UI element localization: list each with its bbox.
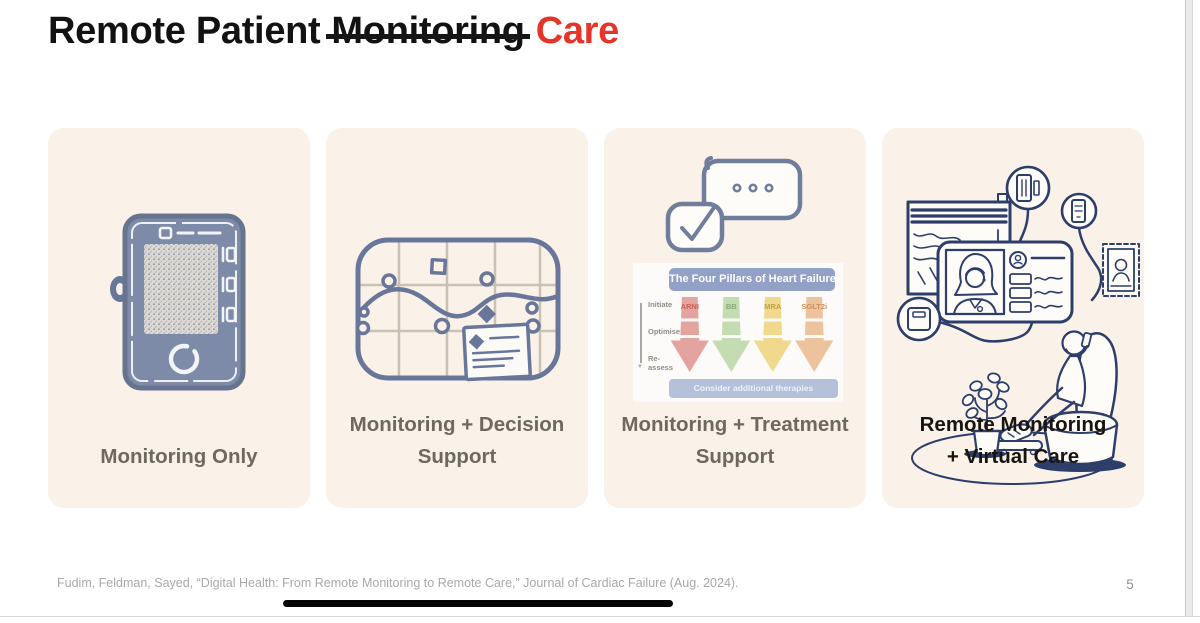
bottom-divider	[0, 616, 1200, 617]
card-monitoring-only: Monitoring Only	[48, 128, 310, 508]
card-row: Monitoring Only	[48, 128, 1144, 508]
vertical-scrollbar[interactable]	[1185, 0, 1193, 617]
pillar-mra: MRA	[752, 297, 794, 372]
patient-monitor-device-icon	[110, 213, 246, 391]
card-monitoring-treatment-support: The Four Pillars of Heart Failure Initia…	[604, 128, 866, 508]
pillar-arni: ARNI	[669, 297, 711, 372]
pillars-chart-footer: Consider additional therapies	[669, 379, 838, 398]
title-prefix: Remote Patient	[48, 10, 321, 52]
card-label: Monitoring + Treatment Support	[621, 413, 849, 468]
stage-label: Optimise	[648, 327, 681, 336]
stage-label: Re-assess	[648, 354, 674, 372]
title-accent-word: Care	[535, 10, 620, 52]
card-label: Remote Monitoring + Virtual Care	[919, 413, 1107, 468]
four-pillars-chart: The Four Pillars of Heart Failure Initia…	[633, 263, 843, 402]
card-label: Monitoring + Decision Support	[349, 413, 565, 468]
card-label: Monitoring Only	[100, 444, 258, 468]
card-remote-monitoring-virtual-care: Remote Monitoring + Virtual Care	[882, 128, 1144, 508]
pillar-bb: BB	[711, 297, 753, 372]
stage-label: Initiate	[648, 300, 673, 309]
card-monitoring-decision-support: Monitoring + Decision Support	[326, 128, 588, 508]
title-struck-word: Monitoring	[326, 10, 530, 52]
map-route-markers-icon	[355, 237, 561, 382]
page-number: 5	[1126, 577, 1134, 592]
pillar-sglt2i: SGLT2i	[794, 297, 836, 372]
pillars-stage-axis: Initiate Optimise Re-assess	[637, 300, 681, 372]
chat-bubble-checkmark-icon	[665, 156, 803, 253]
black-bar-indicator	[283, 600, 673, 607]
telehealth-patient-scene-icon	[896, 165, 1140, 485]
citation-text: Fudim, Feldman, Sayed, “Digital Health: …	[57, 576, 739, 590]
pillars-chart-title: The Four Pillars of Heart Failure	[669, 268, 835, 291]
